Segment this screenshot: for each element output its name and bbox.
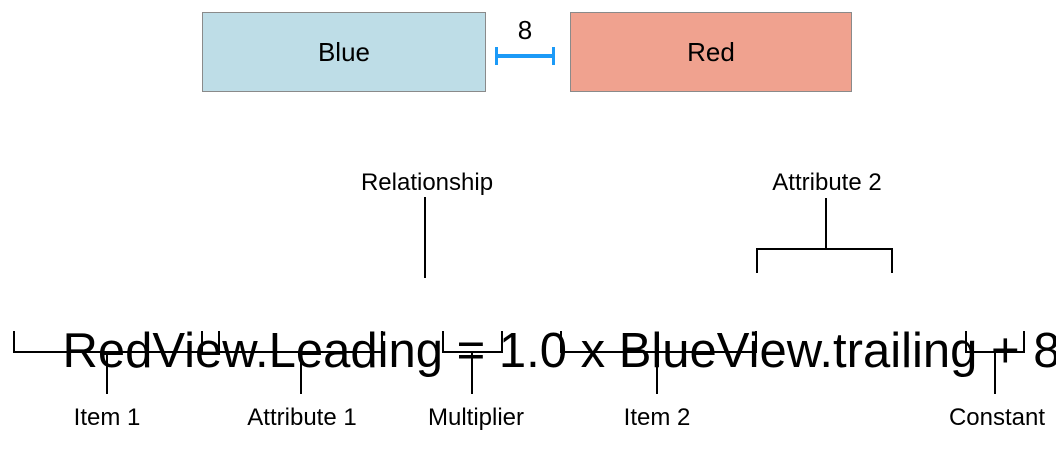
spacing-value-label: 8 xyxy=(517,15,533,45)
item2-callout-label: Item 2 xyxy=(623,404,691,431)
relationship-pointer-line xyxy=(424,197,426,278)
attribute2-bracket xyxy=(756,248,893,273)
multiplier-callout-label: Multiplier xyxy=(427,404,525,431)
spacing-measure-bar xyxy=(498,54,552,58)
multiplier-stem-line xyxy=(471,352,473,394)
attribute1-callout-label: Attribute 1 xyxy=(247,404,357,431)
relationship-callout-label: Relationship xyxy=(360,169,494,196)
item1-stem-line xyxy=(106,352,108,394)
attribute2-pointer-line xyxy=(825,198,827,249)
equation-multiplier: 1.0 xyxy=(498,324,567,378)
red-view-box: Red xyxy=(570,12,852,92)
item2-stem-line xyxy=(656,352,658,394)
item1-bracket xyxy=(13,331,203,353)
item1-callout-label: Item 1 xyxy=(73,404,141,431)
constant-stem-line xyxy=(994,352,996,394)
attribute2-callout-label: Attribute 2 xyxy=(772,169,882,196)
spacing-measure-icon xyxy=(495,47,555,65)
constant-callout-label: Constant xyxy=(948,404,1046,431)
red-view-label: Red xyxy=(687,36,735,67)
equation-attribute2: .trailing xyxy=(819,324,978,378)
blue-view-label: Blue xyxy=(317,36,371,67)
attribute1-bracket xyxy=(218,331,383,353)
equation-constant: 8.0 xyxy=(1033,324,1056,378)
constant-bracket xyxy=(965,331,1025,353)
attribute1-stem-line xyxy=(300,352,302,394)
item2-bracket xyxy=(560,331,757,353)
multiplier-bracket xyxy=(442,331,503,353)
blue-view-box: Blue xyxy=(202,12,486,92)
